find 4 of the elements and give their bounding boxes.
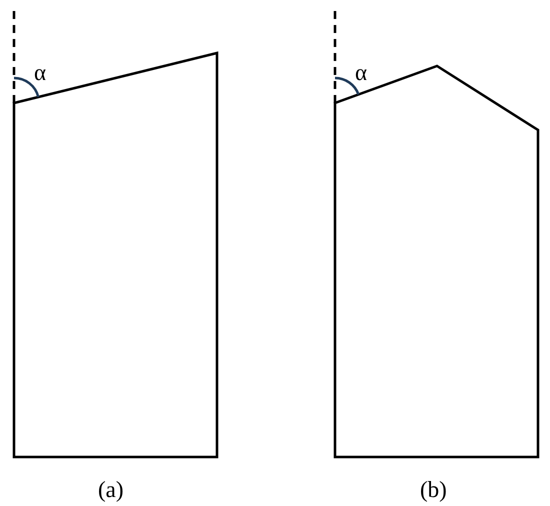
angle-label: α <box>355 61 368 84</box>
panel-label: (b) <box>420 478 447 501</box>
panel-label: (a) <box>98 478 124 501</box>
angle-label: α <box>34 61 46 84</box>
